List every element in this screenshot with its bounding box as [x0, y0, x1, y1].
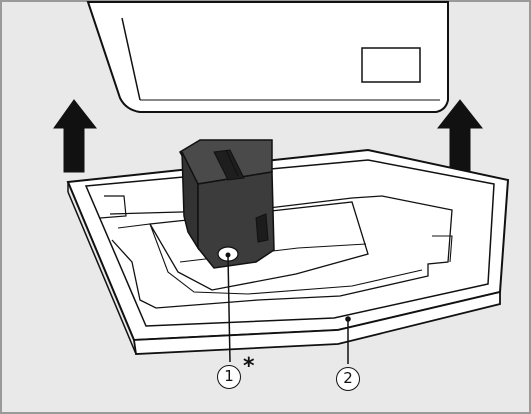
asterisk-note: *	[243, 354, 255, 379]
arrow-up-icon	[436, 99, 484, 173]
leader-dot-2	[345, 316, 351, 322]
appliance-label-panel	[361, 47, 421, 83]
appliance-body	[86, 1, 449, 113]
callout-1: 1	[217, 365, 241, 389]
leader-line-1	[227, 255, 231, 363]
arrow-up-icon	[53, 99, 98, 173]
callout-2: 2	[336, 367, 360, 391]
base-tray	[66, 148, 510, 355]
transport-bracket	[178, 139, 275, 269]
leader-dot-1	[225, 252, 231, 258]
